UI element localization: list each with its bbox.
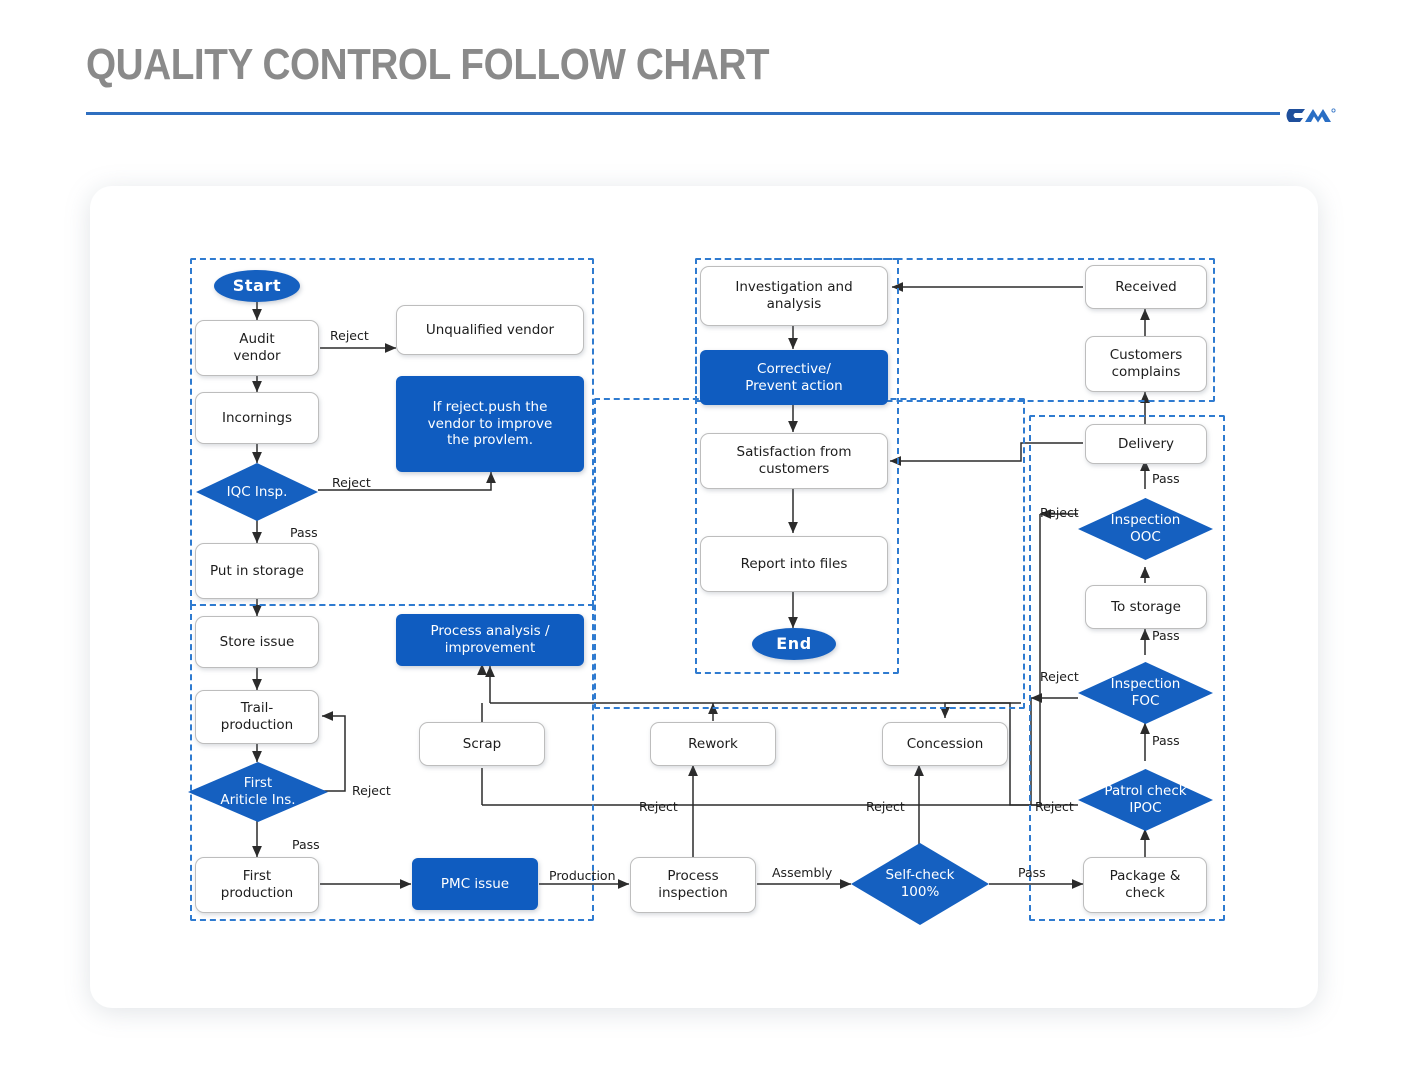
cm-monogram-logo-icon [1285,103,1337,127]
node-process-analysis[interactable]: Process analysis / improvement [396,614,584,666]
node-process-inspection[interactable]: Process inspection [630,857,756,913]
edge-label-reject-first-article: Reject [352,783,391,798]
node-pmc-issue[interactable]: PMC issue [412,858,538,910]
edge-label-pass-iqc: Pass [290,525,318,540]
node-satisfaction-from-customers[interactable]: Satisfaction from customers [700,433,888,489]
page-title: QUALITY CONTROL FOLLOW CHART [86,40,770,89]
node-inspection-ooc[interactable]: Inspection OOC [1078,498,1213,560]
edge-label-assembly: Assembly [772,865,833,880]
node-corrective-prevent-action[interactable]: Corrective/ Prevent action [700,350,888,405]
node-customers-complains[interactable]: Customers complains [1085,336,1207,392]
node-inspection-foc-label: Inspection FOC [1110,676,1181,709]
edge-label-reject-iqc: Reject [332,475,371,490]
node-concession[interactable]: Concession [882,722,1008,766]
node-trail-production[interactable]: Trail- production [195,690,319,744]
node-self-check-label: Self-check 100% [885,867,955,900]
node-put-in-storage[interactable]: Put in storage [195,543,319,599]
edge-label-pass-first-article: Pass [292,837,320,852]
edge-label-production: Production [549,868,616,883]
node-inspection-foc[interactable]: Inspection FOC [1078,662,1213,724]
edge-label-reject-process-inspection: Reject [639,799,678,814]
node-first-article-ins-label: First Ariticle Ins. [220,775,296,808]
node-self-check[interactable]: Self-check 100% [851,843,989,925]
edge-label-reject-audit: Reject [330,328,369,343]
node-iqc-insp[interactable]: IQC Insp. [196,463,318,521]
node-audit-vendor[interactable]: Audit vendor [195,320,319,376]
edge-label-reject-self-check: Reject [866,799,905,814]
header-divider [86,112,1280,115]
edge-label-pass-ooc: Pass [1152,471,1180,486]
edge-label-reject-patrol: Reject [1035,799,1074,814]
edge-label-pass-self-check: Pass [1018,865,1046,880]
node-store-issue[interactable]: Store issue [195,616,319,668]
node-rework[interactable]: Rework [650,722,776,766]
edge-label-pass-patrol: Pass [1152,733,1180,748]
node-patrol-check-ipoc[interactable]: Patrol check IPOC [1078,769,1213,831]
edge-label-pass-foc: Pass [1152,628,1180,643]
node-incornings[interactable]: Incornings [195,392,319,444]
node-unqualified-vendor[interactable]: Unqualified vendor [396,305,584,355]
node-iqc-insp-label: IQC Insp. [226,483,288,500]
node-first-production[interactable]: First production [195,857,319,913]
node-report-into-files[interactable]: Report into files [700,536,888,592]
edge-label-reject-foc: Reject [1040,669,1079,684]
node-inspection-ooc-label: Inspection OOC [1110,512,1181,545]
node-first-article-ins[interactable]: First Ariticle Ins. [188,762,328,822]
node-investigation-analysis[interactable]: Investigation and analysis [700,266,888,326]
edge-label-reject-ooc: Reject [1040,505,1079,520]
node-scrap[interactable]: Scrap [419,722,545,766]
node-received[interactable]: Received [1085,265,1207,309]
node-start[interactable]: Start [214,270,300,302]
node-to-storage[interactable]: To storage [1085,585,1207,629]
node-push-vendor-note[interactable]: If reject.push the vendor to improve the… [396,376,584,472]
node-patrol-check-ipoc-label: Patrol check IPOC [1104,783,1187,816]
node-delivery[interactable]: Delivery [1085,424,1207,464]
node-package-check[interactable]: Package & check [1083,857,1207,913]
node-end[interactable]: End [752,628,836,660]
